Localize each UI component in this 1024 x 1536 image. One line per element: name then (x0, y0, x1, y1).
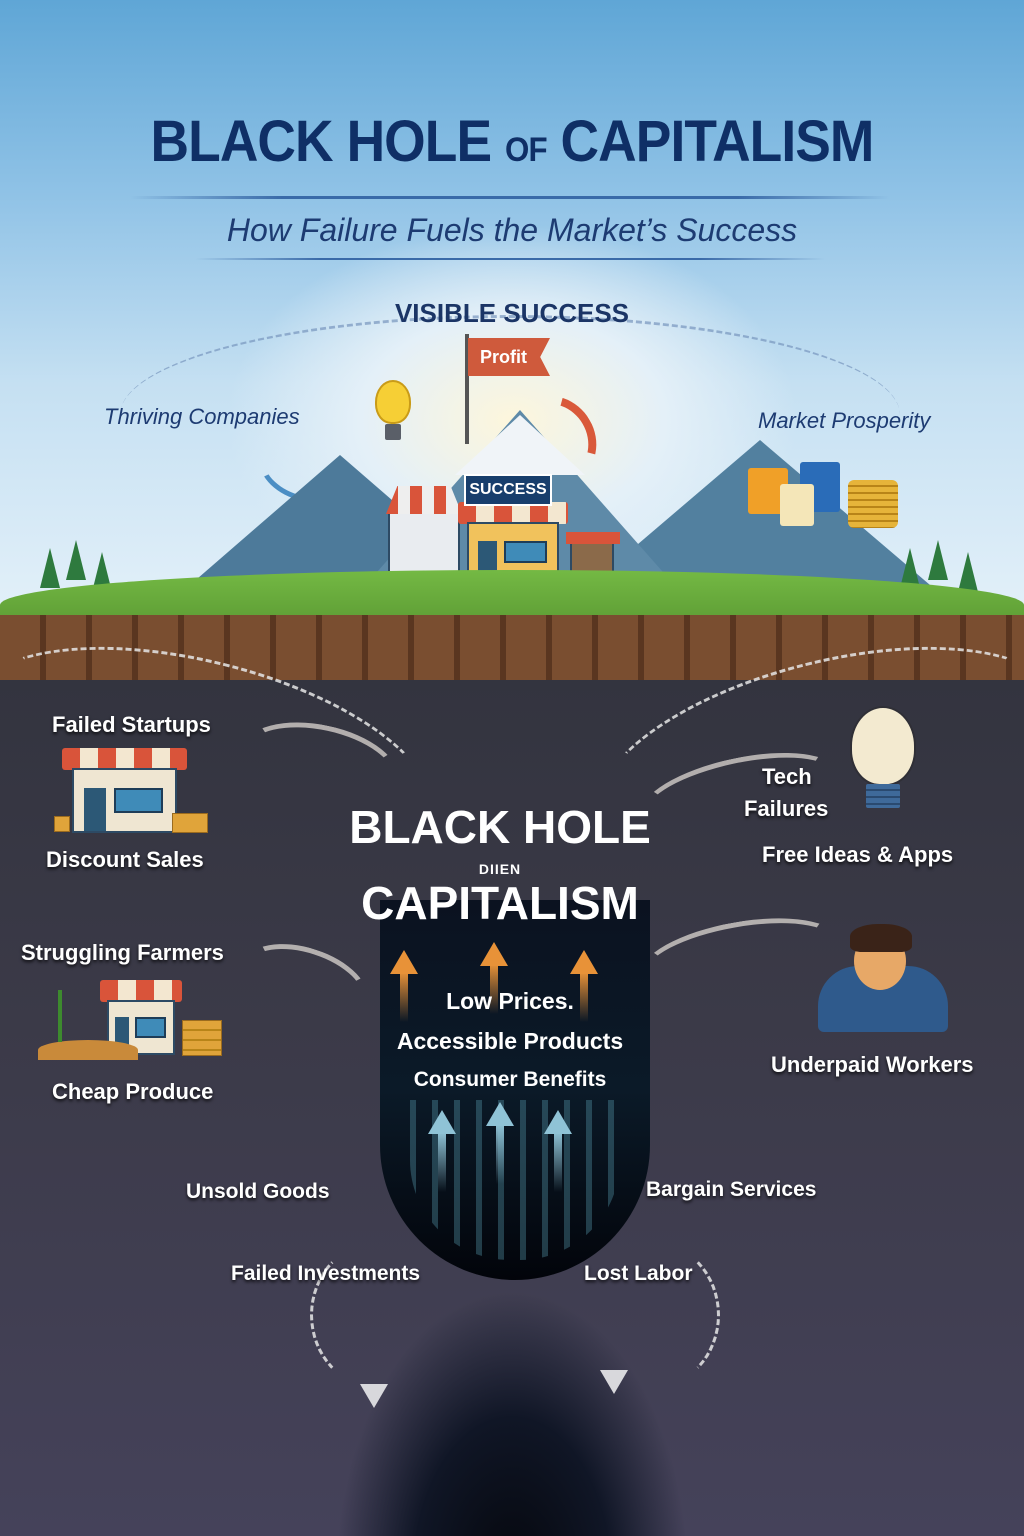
arrow-up-icon (428, 1110, 456, 1134)
black-hole-title-connector: DIIEN (478, 861, 522, 877)
market-prosperity-label: Market Prosperity (758, 408, 931, 433)
box-icon (54, 816, 70, 832)
tree-icon (66, 540, 86, 580)
arrow-up-icon (570, 950, 598, 974)
worker-icon (806, 920, 956, 1032)
tree-icon (40, 548, 60, 588)
coins-icon (848, 480, 898, 528)
arrow-up-icon (480, 942, 508, 966)
visible-success-arc (120, 315, 900, 515)
struggling-farmers-label: Struggling Farmers (21, 940, 224, 965)
benefit-arrow-shaft (438, 1132, 446, 1192)
subtitle-divider (195, 258, 825, 260)
black-hole-title-line1: BLACK HOLE (349, 801, 651, 853)
crate-icon (182, 1020, 222, 1056)
arrow-up-icon (544, 1110, 572, 1134)
page-title: BLACK HOLE OF CAPITALISM (41, 108, 983, 175)
tree-icon (92, 552, 112, 592)
shopping-bags-icon (780, 484, 814, 526)
discount-sales-label: Discount Sales (46, 847, 204, 872)
tech-failures-label-line1: Tech (762, 764, 812, 789)
page-subtitle: How Failure Fuels the Market’s Success (226, 212, 798, 248)
outflow-dashed-path (580, 1240, 720, 1390)
closed-shop-icon (62, 748, 187, 833)
lightbulb-base (385, 424, 401, 440)
title-divider (130, 196, 890, 199)
unsold-goods-label: Unsold Goods (186, 1180, 330, 1203)
arrow-down-icon (600, 1370, 628, 1394)
benefit-arrow-shaft (554, 1132, 562, 1192)
success-sign: SUCCESS (464, 474, 552, 506)
lightbulb-base (866, 784, 900, 808)
profit-flag-label: Profit (480, 346, 527, 367)
failed-investments-label: Failed Investments (231, 1262, 421, 1285)
tree-icon (958, 552, 978, 592)
benefit-arrow-shaft (490, 964, 498, 1014)
benefit-arrow-shaft (400, 972, 408, 1022)
title-connector: OF (505, 131, 548, 169)
thriving-companies-label: Thriving Companies (104, 404, 300, 429)
arrow-up-icon (390, 950, 418, 974)
soil-mound-icon (38, 1040, 138, 1060)
lightbulb-icon (375, 380, 411, 424)
arrow-up-icon (486, 1102, 514, 1126)
broken-lightbulb-icon (850, 706, 916, 786)
free-ideas-label: Free Ideas & Apps (762, 842, 954, 867)
visible-success-label: VISIBLE SUCCESS (394, 298, 630, 328)
house-icon (386, 486, 462, 582)
tree-icon (928, 540, 948, 580)
title-part2: CAPITALISM (560, 109, 875, 174)
benefit-accessible-products: Accessible Products (396, 1028, 624, 1054)
lost-labor-label: Lost Labor (584, 1262, 693, 1285)
underpaid-workers-label: Underpaid Workers (771, 1052, 974, 1077)
flag-pole (465, 334, 469, 444)
benefit-arrow-shaft (496, 1124, 504, 1184)
black-hole (380, 900, 650, 1280)
box-icon (172, 813, 208, 833)
title-part1: BLACK HOLE (150, 109, 493, 174)
plant-icon (58, 990, 78, 1042)
black-hole-title-line2: CAPITALISM (361, 877, 639, 929)
tree-icon (900, 548, 920, 588)
cheap-produce-label: Cheap Produce (52, 1079, 214, 1104)
profit-flag: Profit (468, 338, 550, 376)
benefit-consumer-benefits: Consumer Benefits (413, 1068, 607, 1091)
tech-failures-label-line2: Failures (744, 796, 829, 821)
outflow-dashed-path (310, 1240, 450, 1390)
benefit-arrow-shaft (580, 972, 588, 1022)
arrow-down-icon (360, 1384, 388, 1408)
benefit-low-prices: Low Prices. (446, 988, 574, 1014)
failed-startups-label: Failed Startups (52, 712, 211, 737)
bargain-services-label: Bargain Services (646, 1178, 817, 1201)
mountain-snowcap (455, 415, 585, 475)
